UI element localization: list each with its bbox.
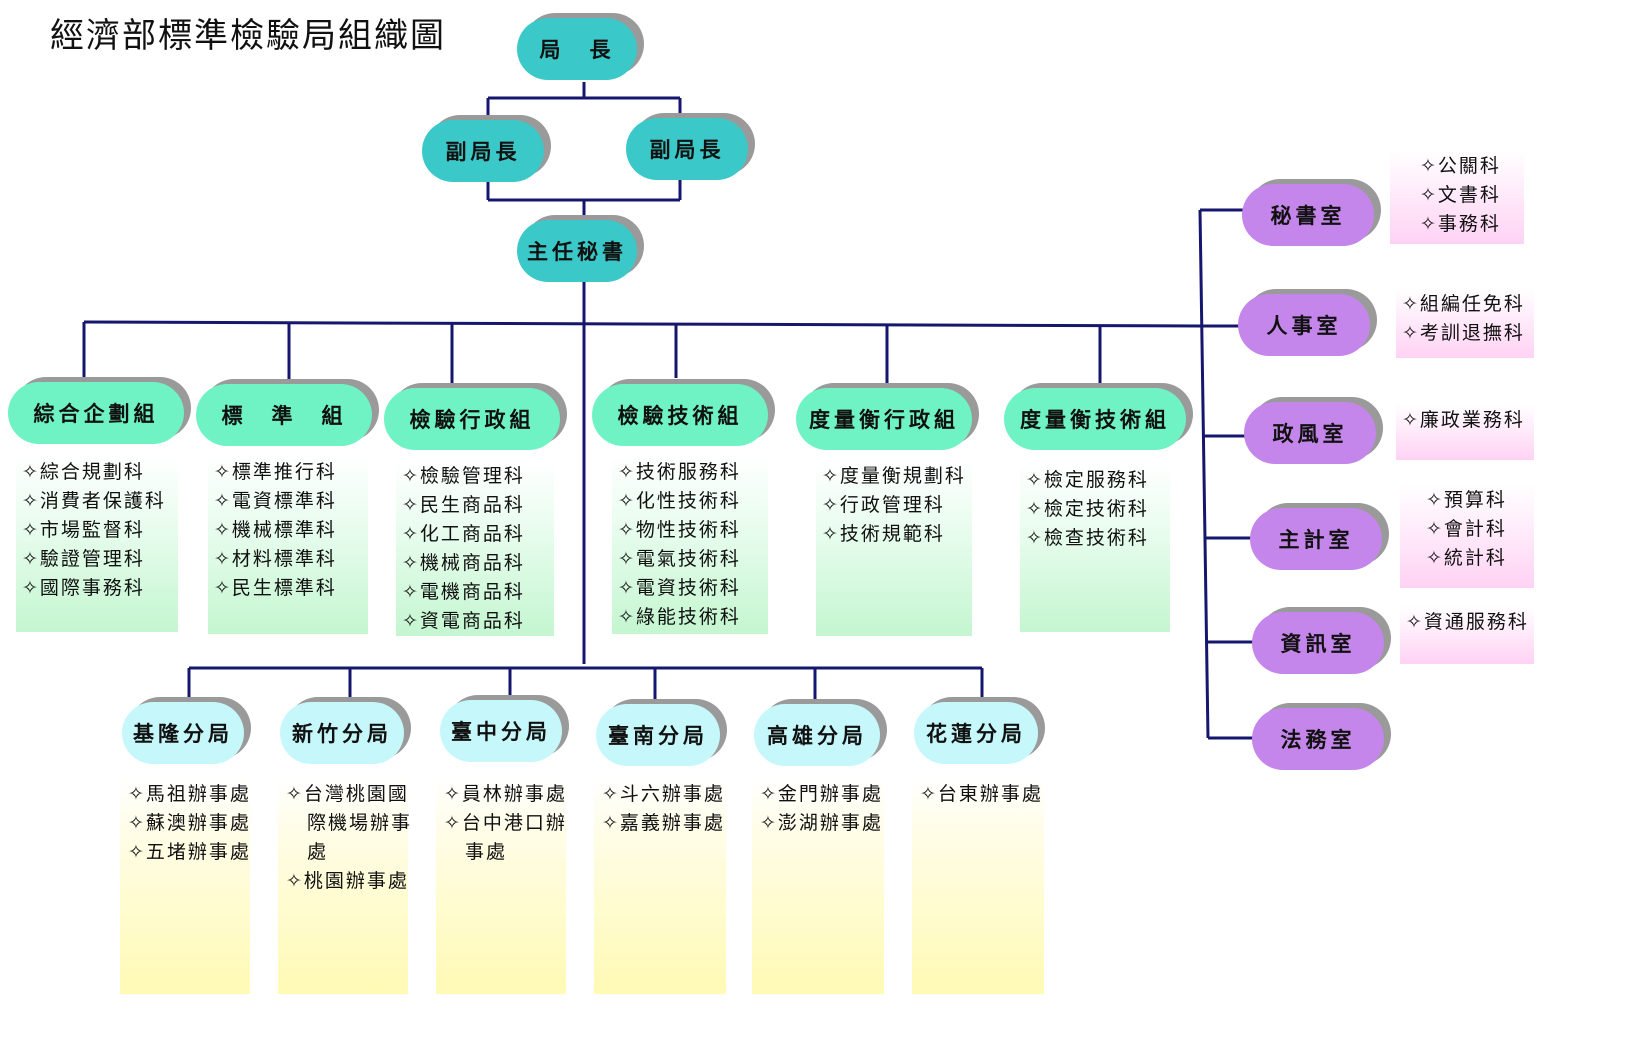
branch-node: 基隆分局 — [122, 702, 244, 764]
deputy-director-left-node: 副局長 — [422, 120, 544, 182]
section-item: ✧驗證管理科 — [22, 548, 145, 570]
deputy-director-right-node: 副局長 — [626, 118, 748, 180]
office-item: ✧馬祖辦事處 — [128, 783, 251, 805]
chart-title: 經濟部標準檢驗局組織圖 — [50, 16, 446, 56]
office-item: 處 — [286, 841, 329, 863]
section-item: ✧組編任免科 — [1402, 293, 1525, 315]
section-item: ✧統計科 — [1426, 547, 1507, 569]
section-item: ✧消費者保護科 — [22, 490, 166, 512]
office-section-list: ✧預算科 ✧會計科 ✧統計科 — [1400, 484, 1534, 588]
office-item: 事處 — [444, 841, 508, 863]
group-section-list: ✧綜合規劃科 ✧消費者保護科 ✧市場監督科 ✧驗證管理科 ✧國際事務科 — [16, 454, 178, 632]
office-item: ✧台東辦事處 — [920, 783, 1043, 805]
section-item: ✧電機商品科 — [402, 581, 525, 603]
branch-office-list: ✧馬祖辦事處 ✧蘇澳辦事處 ✧五堵辦事處 — [120, 776, 250, 994]
branch-node: 花蓮分局 — [914, 702, 1038, 764]
office-item: ✧斗六辦事處 — [602, 783, 725, 805]
office-node: 人事室 — [1238, 294, 1370, 356]
section-item: ✧化性技術科 — [618, 490, 741, 512]
group-section-list: ✧檢驗管理科 ✧民生商品科 ✧化工商品科 ✧機械商品科 ✧電機商品科 ✧資電商品… — [396, 458, 554, 636]
branch-office-list: ✧斗六辦事處 ✧嘉義辦事處 — [594, 776, 726, 994]
office-item: ✧蘇澳辦事處 — [128, 812, 251, 834]
section-item: ✧資電商品科 — [402, 610, 525, 632]
section-item: ✧綠能技術科 — [618, 606, 741, 628]
section-item: ✧綜合規劃科 — [22, 461, 145, 483]
branch-office-list: ✧金門辦事處 ✧澎湖辦事處 — [752, 776, 884, 994]
branch-office-list: ✧台灣桃園國 際機場辦事 處 ✧桃園辦事處 — [278, 776, 413, 994]
group-section-list: ✧標準推行科 ✧電資標準科 ✧機械標準科 ✧材料標準科 ✧民生標準科 — [208, 454, 368, 634]
branch-node: 高雄分局 — [754, 704, 880, 766]
office-section-list: ✧公關科 ✧文書科 ✧事務科 — [1390, 150, 1524, 244]
section-item: ✧機械商品科 — [402, 552, 525, 574]
director-node: 局 長 — [517, 18, 637, 80]
office-node: 秘書室 — [1242, 184, 1374, 246]
section-item: ✧資通服務科 — [1406, 611, 1529, 633]
section-item: ✧檢定服務科 — [1026, 469, 1149, 491]
office-node: 資訊室 — [1252, 612, 1384, 674]
section-item: ✧事務科 — [1420, 213, 1501, 235]
branch-node: 臺中分局 — [440, 700, 562, 762]
section-item: ✧民生標準科 — [214, 577, 337, 599]
section-item: ✧檢查技術科 — [1026, 527, 1149, 549]
section-item: ✧公關科 — [1420, 155, 1501, 177]
section-item: ✧文書科 — [1420, 184, 1501, 206]
group-node: 檢驗行政組 — [384, 388, 560, 450]
section-item: ✧物性技術科 — [618, 519, 741, 541]
section-item: ✧檢驗管理科 — [402, 465, 525, 487]
branch-node: 臺南分局 — [596, 704, 720, 766]
group-node: 度量衡技術組 — [1004, 388, 1186, 450]
office-node: 法務室 — [1252, 708, 1384, 770]
office-item: ✧台灣桃園國 — [286, 783, 409, 805]
section-item: ✧考訓退撫科 — [1402, 322, 1525, 344]
section-item: ✧廉政業務科 — [1402, 409, 1525, 431]
office-node: 主計室 — [1250, 508, 1382, 570]
section-item: ✧會計科 — [1426, 518, 1507, 540]
office-section-list: ✧廉政業務科 — [1396, 404, 1534, 460]
group-section-list: ✧技術服務科 ✧化性技術科 ✧物性技術科 ✧電氣技術科 ✧電資技術科 ✧綠能技術… — [612, 454, 768, 634]
office-section-list: ✧組編任免科 ✧考訓退撫科 — [1396, 288, 1534, 358]
office-item: ✧澎湖辦事處 — [760, 812, 883, 834]
group-node: 標 準 組 — [196, 384, 372, 446]
section-item: ✧預算科 — [1426, 489, 1507, 511]
section-item: ✧技術服務科 — [618, 461, 741, 483]
office-section-list: ✧資通服務科 — [1400, 606, 1534, 664]
office-node: 政風室 — [1244, 402, 1376, 464]
section-item: ✧化工商品科 — [402, 523, 525, 545]
branch-node: 新竹分局 — [280, 702, 404, 764]
group-node: 度量衡行政組 — [796, 388, 972, 450]
group-section-list: ✧檢定服務科 ✧檢定技術科 ✧檢查技術科 — [1020, 462, 1170, 632]
office-item: ✧員林辦事處 — [444, 783, 567, 805]
section-item: ✧電資技術科 — [618, 577, 741, 599]
section-item: ✧國際事務科 — [22, 577, 145, 599]
section-item: ✧度量衡規劃科 — [822, 465, 966, 487]
section-item: ✧行政管理科 — [822, 494, 945, 516]
office-item: ✧五堵辦事處 — [128, 841, 251, 863]
group-node: 檢驗技術組 — [592, 384, 768, 446]
section-item: ✧電氣技術科 — [618, 548, 741, 570]
branch-office-list: ✧台東辦事處 — [912, 776, 1044, 994]
office-item: ✧桃園辦事處 — [286, 870, 409, 892]
office-item: ✧嘉義辦事處 — [602, 812, 725, 834]
branch-office-list: ✧員林辦事處 ✧台中港口辦 事處 — [436, 776, 566, 994]
section-item: ✧機械標準科 — [214, 519, 337, 541]
section-item: ✧檢定技術科 — [1026, 498, 1149, 520]
section-item: ✧市場監督科 — [22, 519, 145, 541]
office-item: ✧金門辦事處 — [760, 783, 883, 805]
group-node: 綜合企劃組 — [8, 382, 184, 444]
office-item: ✧台中港口辦 — [444, 812, 567, 834]
office-item: 際機場辦事 — [286, 812, 413, 834]
chief-secretary-node: 主任秘書 — [517, 220, 637, 282]
section-item: ✧民生商品科 — [402, 494, 525, 516]
section-item: ✧電資標準科 — [214, 490, 337, 512]
section-item: ✧標準推行科 — [214, 461, 337, 483]
section-item: ✧材料標準科 — [214, 548, 337, 570]
group-section-list: ✧度量衡規劃科 ✧行政管理科 ✧技術規範科 — [816, 458, 972, 636]
section-item: ✧技術規範科 — [822, 523, 945, 545]
